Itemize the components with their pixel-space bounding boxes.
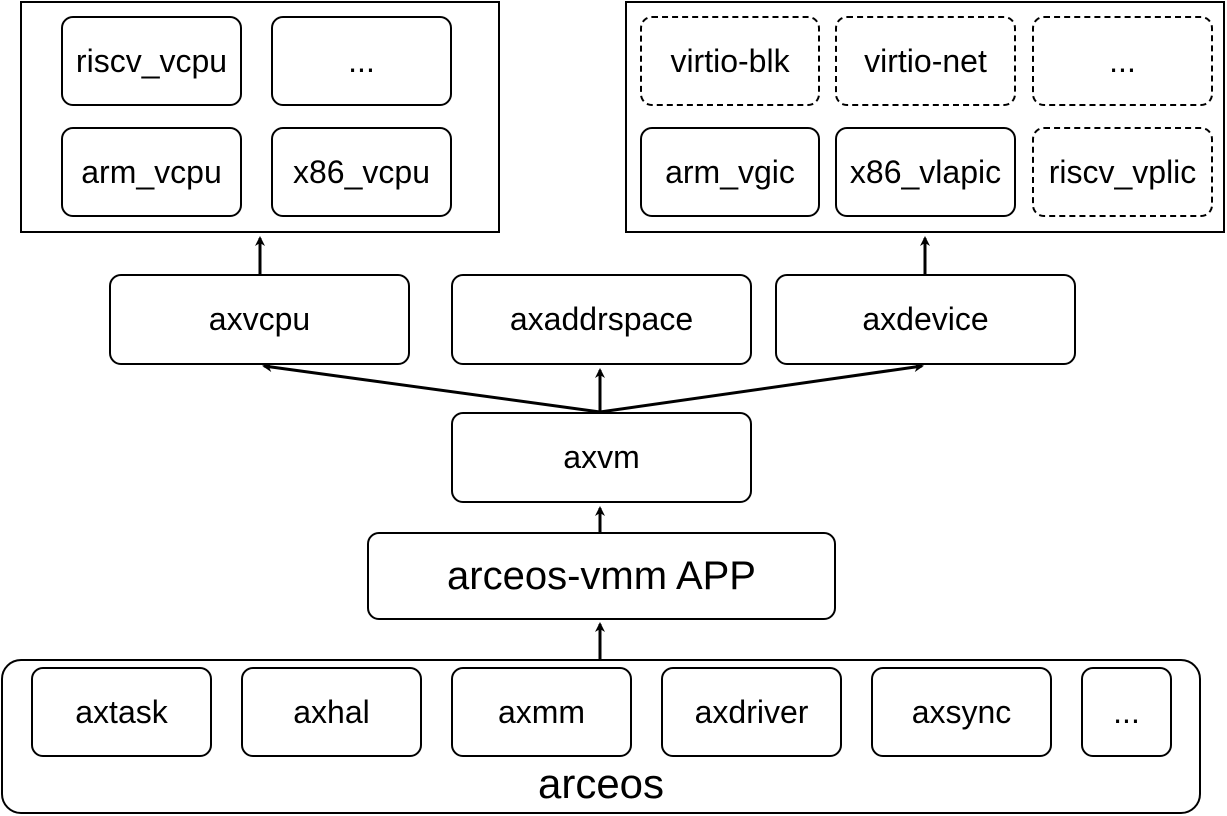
vcpu-x86-label: x86_vcpu — [293, 153, 430, 190]
axdevice-box: axdevice — [775, 274, 1076, 365]
device-arm-vgic-label: arm_vgic — [665, 153, 795, 190]
arceos-more-label: ... — [1113, 693, 1140, 730]
device-arm-vgic-box: arm_vgic — [640, 127, 820, 217]
arceos-axmm-box: axmm — [451, 667, 632, 757]
arceos-axhal-box: axhal — [241, 667, 422, 757]
arceos-axhal-label: axhal — [293, 693, 370, 730]
axvm-label: axvm — [563, 439, 640, 475]
axaddrspace-box: axaddrspace — [451, 274, 752, 365]
device-more-box: ... — [1032, 16, 1213, 106]
device-x86-vlapic-box: x86_vlapic — [835, 127, 1016, 217]
device-virtio-net-label: virtio-net — [864, 42, 987, 79]
arrow-axvm-to-axvcpu — [262, 362, 601, 414]
arceos-axsync-label: axsync — [911, 693, 1012, 730]
arceos-axsync-box: axsync — [871, 667, 1052, 757]
device-virtio-net-box: virtio-net — [835, 16, 1016, 106]
arceos-more-box: ... — [1081, 667, 1172, 757]
arceos-axtask-label: axtask — [75, 693, 168, 730]
axdevice-label: axdevice — [862, 301, 989, 337]
arceos-title: arceos — [1, 760, 1201, 808]
device-riscv-vplic-box: riscv_vplic — [1032, 127, 1213, 217]
arrow-axvm-to-axdevice — [599, 362, 924, 414]
axvcpu-label: axvcpu — [208, 301, 311, 337]
vcpu-arm-label: arm_vcpu — [81, 153, 222, 190]
vcpu-more-label: ... — [348, 42, 375, 79]
axaddrspace-label: axaddrspace — [509, 301, 694, 337]
vcpu-x86-box: x86_vcpu — [271, 127, 452, 217]
device-x86-vlapic-label: x86_vlapic — [849, 153, 1002, 190]
arceos-vmm-app-box: arceos-vmm APP — [367, 532, 836, 620]
device-more-label: ... — [1109, 42, 1136, 79]
vcpu-riscv-box: riscv_vcpu — [61, 16, 242, 106]
device-virtio-blk-label: virtio-blk — [670, 42, 790, 79]
arceos-title-text: arceos — [537, 760, 665, 807]
device-virtio-blk-box: virtio-blk — [640, 16, 820, 106]
arceos-axdriver-label: axdriver — [694, 693, 809, 730]
arceos-axmm-label: axmm — [497, 693, 586, 730]
device-riscv-vplic-label: riscv_vplic — [1048, 153, 1197, 190]
arceos-axtask-box: axtask — [31, 667, 212, 757]
axvcpu-box: axvcpu — [109, 274, 410, 365]
arceos-axdriver-box: axdriver — [661, 667, 842, 757]
vcpu-arm-box: arm_vcpu — [61, 127, 242, 217]
arceos-vmm-app-label: arceos-vmm APP — [447, 553, 756, 598]
axvm-box: axvm — [451, 412, 752, 503]
vcpu-riscv-label: riscv_vcpu — [75, 42, 228, 79]
vcpu-more-box: ... — [271, 16, 452, 106]
